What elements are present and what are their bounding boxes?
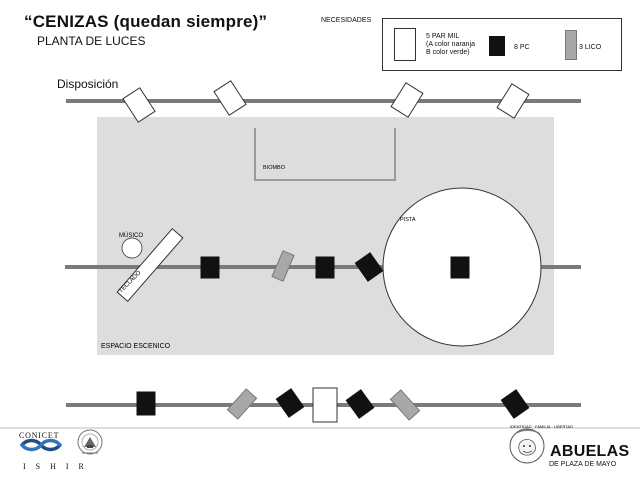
middle-row-fixtures xyxy=(200,250,470,282)
middle-lico-fixture-1 xyxy=(271,250,295,282)
legend-par-line-1: 5 PAR MIL xyxy=(426,33,460,40)
middle-pc-fixture-3 xyxy=(354,252,384,282)
legend-par-symbol xyxy=(394,28,416,61)
institution-seal-icon xyxy=(77,429,103,455)
stage-space-label: ESPACIO ESCENICO xyxy=(101,343,171,350)
bottom-par-fixture-1 xyxy=(312,387,338,423)
bottom-pc-fixture-3 xyxy=(345,389,375,419)
top-par-fixture-1 xyxy=(122,87,156,123)
legend-lico-symbol xyxy=(565,30,577,60)
screen-label: BIOMBO xyxy=(263,165,286,171)
screen-outline xyxy=(254,128,396,181)
ishir-logo-text: ISHIR xyxy=(23,462,94,471)
top-par-fixture-4 xyxy=(496,83,530,119)
middle-pc-fixture-1 xyxy=(200,256,220,279)
ring-label: PISTA xyxy=(400,217,416,223)
middle-pc-fixture-2 xyxy=(315,256,335,279)
keyboard-piece xyxy=(116,228,184,302)
abuelas-title: ABUELAS xyxy=(550,443,630,460)
abuelas-logo-icon: IDENTIDAD · FAMILIA · LIBERTAD xyxy=(509,424,573,464)
page-subtitle: PLANTA DE LUCES xyxy=(37,34,146,48)
legend-title: NECESIDADES xyxy=(321,17,372,24)
legend-pc-label: 8 PC xyxy=(514,44,530,51)
top-row-fixtures xyxy=(122,80,530,123)
top-par-fixture-3 xyxy=(390,82,424,118)
bottom-pc-fixture-1 xyxy=(136,391,156,416)
bottom-lico-fixture-1 xyxy=(226,388,258,420)
bottom-pc-fixture-4 xyxy=(500,389,530,419)
abuelas-subtitle: DE PLAZA DE MAYO xyxy=(549,461,617,468)
legend-par-line-3: B color verde) xyxy=(426,49,470,56)
page-title: “CENIZAS (quedan siempre)” xyxy=(24,12,268,31)
top-par-fixture-2 xyxy=(213,80,247,116)
bottom-row-fixtures xyxy=(136,387,530,423)
bottom-pc-fixture-2 xyxy=(275,388,305,418)
conicet-logo-icon xyxy=(20,438,62,452)
abuelas-badge-text: IDENTIDAD · FAMILIA · LIBERTAD xyxy=(510,424,573,429)
legend-lico-label: 3 LICO xyxy=(579,44,602,51)
conicet-logo-text: CONICET xyxy=(19,431,60,440)
musician-circle xyxy=(121,237,143,259)
disposition-label: Disposición xyxy=(57,77,119,91)
musician-label: MÚSICO xyxy=(119,232,143,239)
legend-par-line-2: (A color naranja xyxy=(426,41,476,48)
legend-par-label: 5 PAR MIL (A color naranja B color verde… xyxy=(426,33,475,57)
legend-pc-symbol xyxy=(489,36,505,56)
middle-pc-fixture-4 xyxy=(450,256,470,279)
bottom-lico-fixture-2 xyxy=(389,389,421,421)
legend-box xyxy=(382,18,622,71)
